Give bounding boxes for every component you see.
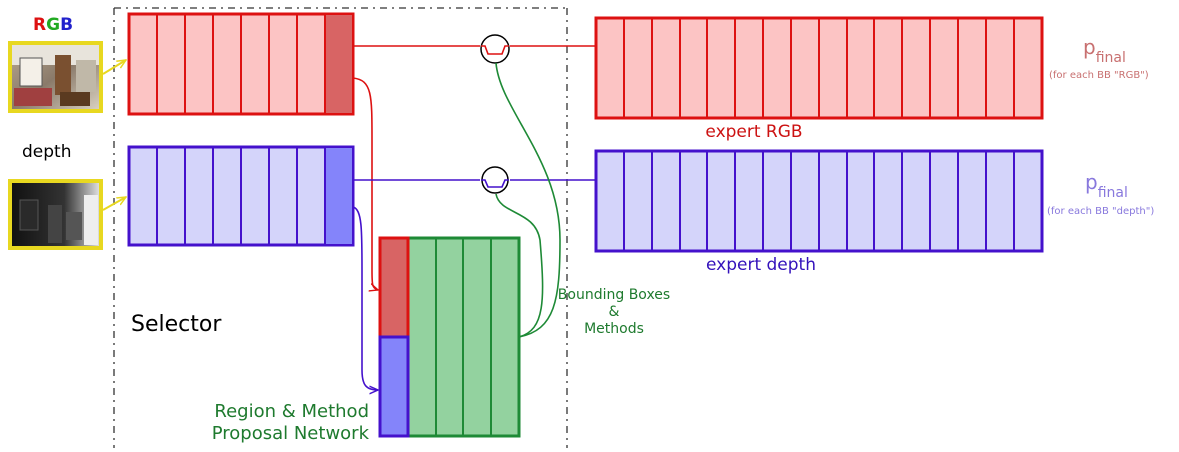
bb-control-line-rgb [495,62,561,338]
rmpn-label-line1: Region & Method [214,401,369,422]
p-final-depth-note: (for each BB "depth") [1047,206,1154,217]
depth-to-rmpn-arrow [352,206,378,390]
selector-rgb-feature-block [127,12,355,116]
depth-selection-gate [481,166,509,194]
rgb-input-arrow [102,60,126,75]
rgb-title-r: R [33,15,46,35]
expert-rgb-label: expert RGB [705,122,802,142]
selector-boundary [113,7,568,448]
p-final-rgb-p: p [1083,35,1096,59]
p-final-depth-p: p [1085,170,1098,194]
bb-control-line-depth [495,193,544,338]
rgb-title: RGB [33,15,73,35]
bb-label-line2: & [609,304,620,320]
depth-input-arrow [102,197,126,211]
rgb-to-rmpn-arrow [352,77,378,290]
p-final-rgb-note: (for each BB "RGB") [1049,70,1149,81]
bb-label-line3: Methods [584,321,644,337]
expert-rgb-block [594,16,1044,120]
depth-title: depth [22,142,71,162]
rgb-selection-gate [480,34,510,64]
p-final-depth: pfinal [1085,170,1128,201]
rgb-title-g: G [46,15,60,35]
selector-label: Selector [131,312,222,337]
expert-depth-block [594,149,1044,253]
bb-label-line1: Bounding Boxes [558,287,670,303]
expert-depth-label: expert depth [706,255,816,275]
depth-input-image [8,179,103,250]
selector-depth-feature-block [127,145,355,247]
p-final-rgb: pfinal [1083,35,1126,66]
rmpn-label-line2: Proposal Network [212,423,370,444]
rmpn-block [378,236,521,438]
rgb-title-b: B [60,15,73,35]
p-final-depth-sub: final [1098,185,1128,201]
rgb-input-image [8,41,103,113]
p-final-rgb-sub: final [1096,50,1126,66]
